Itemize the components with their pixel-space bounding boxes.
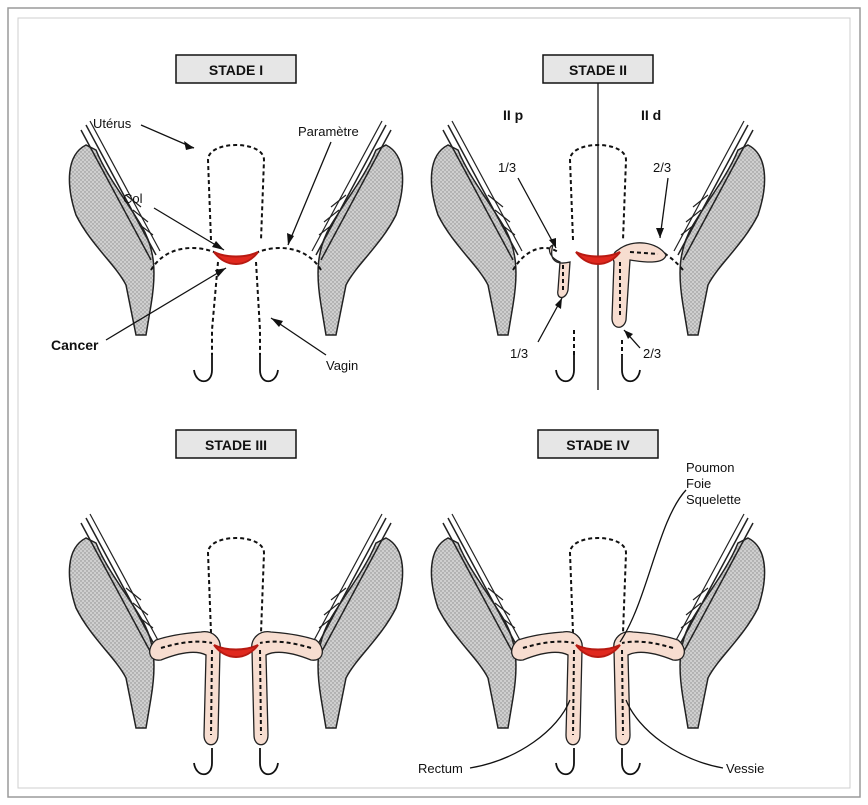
fraction-right-upper: 2/3 bbox=[653, 160, 671, 175]
label-parametre: Paramètre bbox=[298, 124, 359, 139]
label-col: Col bbox=[123, 191, 143, 206]
label-squelette: Squelette bbox=[686, 492, 741, 507]
fraction-left-upper: 1/3 bbox=[498, 160, 516, 175]
stage-1-title: STADE I bbox=[209, 62, 263, 78]
fraction-right-lower: 2/3 bbox=[643, 346, 661, 361]
label-vagin: Vagin bbox=[326, 358, 358, 373]
label-rectum: Rectum bbox=[418, 761, 463, 776]
stage-2-right-label: II d bbox=[641, 107, 661, 123]
stage-3-title: STADE III bbox=[205, 437, 267, 453]
label-vessie: Vessie bbox=[726, 761, 764, 776]
label-cancer: Cancer bbox=[51, 337, 99, 353]
stage-2-title: STADE II bbox=[569, 62, 627, 78]
fraction-left-lower: 1/3 bbox=[510, 346, 528, 361]
stage-4-title: STADE IV bbox=[566, 437, 630, 453]
label-poumon: Poumon bbox=[686, 460, 734, 475]
stage-2-left-label: II p bbox=[503, 107, 523, 123]
label-foie: Foie bbox=[686, 476, 711, 491]
label-uterus: Utérus bbox=[93, 116, 132, 131]
